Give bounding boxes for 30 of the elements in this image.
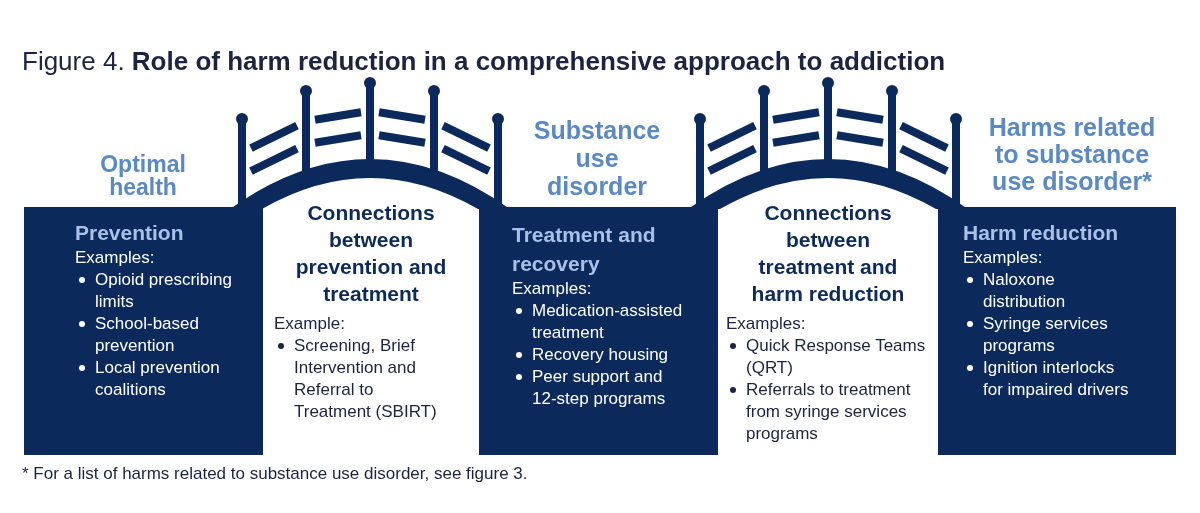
list-item: Medication-assisted treatment bbox=[532, 300, 684, 344]
list-item: Opioid prescribing limits bbox=[95, 269, 233, 313]
list-item: Referrals to treatment from syringe services programs bbox=[746, 379, 912, 445]
footnote: * For a list of harms related to substance use disorder, see figure 3. bbox=[22, 464, 528, 484]
list-item: Screening, Brief Intervention and Referral to Treatment (SBIRT) bbox=[294, 335, 438, 423]
stage-panel bbox=[938, 207, 1176, 455]
stage-panel bbox=[24, 207, 263, 455]
list-item: Quick Response Teams (QRT) bbox=[746, 335, 926, 379]
section-heading: Harm reduction bbox=[963, 220, 1120, 246]
section-heading: Prevention bbox=[75, 220, 185, 246]
stage-label: Harms related to substance use disorder* bbox=[987, 114, 1157, 195]
section-heading: Connections between prevention and treatment bbox=[294, 200, 448, 307]
figure-title: Figure 4. Role of harm reduction in a comprehensive approach to addiction bbox=[22, 46, 946, 77]
list-item: School-based prevention bbox=[95, 313, 200, 357]
section-heading: Treatment and recovery bbox=[512, 222, 657, 277]
examples-label: Examples: bbox=[512, 278, 592, 300]
examples-label: Examples: bbox=[963, 247, 1043, 269]
list-item: Naloxone distribution bbox=[983, 269, 1067, 313]
stage-panel bbox=[479, 207, 718, 455]
list-item: Syringe services programs bbox=[983, 313, 1109, 357]
list-item: Recovery housing bbox=[532, 344, 669, 366]
list-item: Local prevention coalitions bbox=[95, 357, 221, 401]
examples-label: Examples: bbox=[726, 313, 806, 335]
examples-label: Examples: bbox=[75, 247, 155, 269]
stage-label: Substance use disorder bbox=[532, 116, 662, 200]
examples-label: Example: bbox=[274, 313, 345, 335]
list-item: Peer support and 12-step programs bbox=[532, 366, 667, 410]
section-heading: Connections between treatment and harm reduction bbox=[750, 200, 906, 307]
list-item: Ignition interlocks for impaired drivers bbox=[983, 357, 1129, 401]
stage-label: Optimal health bbox=[99, 153, 187, 199]
